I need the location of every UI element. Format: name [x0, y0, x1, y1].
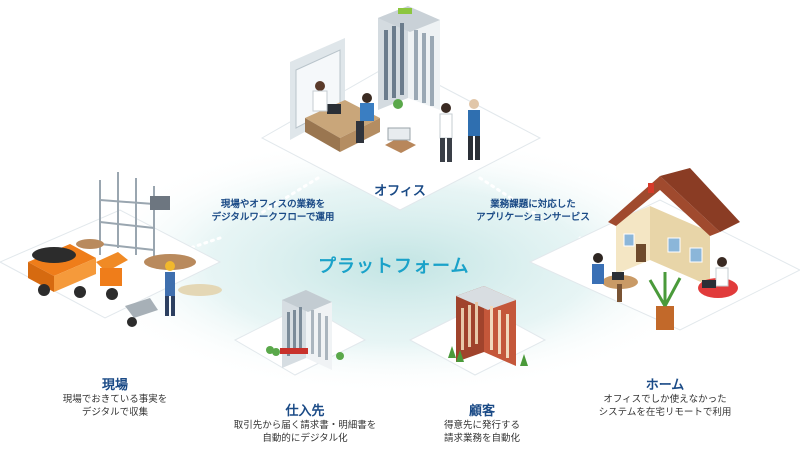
- kokyaku-scene: [408, 286, 547, 376]
- kokyaku-desc: 得意先に発行する 請求業務を自動化: [412, 419, 552, 445]
- shiire-desc-line2: 自動的にデジタル化: [262, 433, 348, 444]
- genba-title: 現場: [101, 378, 128, 393]
- home-desc-line1: オフィスでしか使えなかった: [603, 394, 727, 405]
- connector-left-line2: デジタルワークフローで運用: [211, 212, 335, 223]
- shiire-scene: [233, 290, 367, 376]
- home-scene: [528, 168, 800, 331]
- genba-scene: [0, 172, 222, 327]
- connector-right-text: 業務課題に対応した アプリケーションサービス: [458, 198, 608, 224]
- genba-desc-line1: 現場でおきている事実を: [62, 394, 168, 405]
- office-scene: [260, 6, 542, 211]
- connector-left-text: 現場やオフィスの業務を デジタルワークフローで運用: [198, 198, 348, 224]
- kokyaku-desc-line2: 請求業務を自動化: [443, 433, 520, 444]
- shiire-desc: 取引先から届く請求書・明細書を 自動的にデジタル化: [215, 419, 395, 445]
- shiire-title: 仕入先: [285, 404, 325, 419]
- connector-right-line2: アプリケーションサービス: [476, 212, 590, 223]
- genba-desc-line2: デジタルで収集: [81, 407, 149, 418]
- dotted-connectors: [158, 176, 642, 260]
- kokyaku-desc-line1: 得意先に発行する: [443, 420, 520, 431]
- connector-right-line1: 業務課題に対応した: [490, 199, 576, 210]
- connector-left-line1: 現場やオフィスの業務を: [220, 199, 326, 210]
- home-desc-line2: システムを在宅リモートで利用: [598, 407, 732, 418]
- platform-label: プラットフォーム: [318, 256, 470, 277]
- platform-glow: [80, 135, 720, 395]
- genba-desc: 現場でおきている事実を デジタルで収集: [30, 393, 200, 419]
- shiire-desc-line1: 取引先から届く請求書・明細書を: [233, 420, 377, 431]
- office-title: オフィス: [374, 184, 426, 199]
- home-title: ホーム: [645, 378, 685, 393]
- kokyaku-title: 顧客: [468, 404, 495, 419]
- home-desc: オフィスでしか使えなかった システムを在宅リモートで利用: [575, 393, 755, 419]
